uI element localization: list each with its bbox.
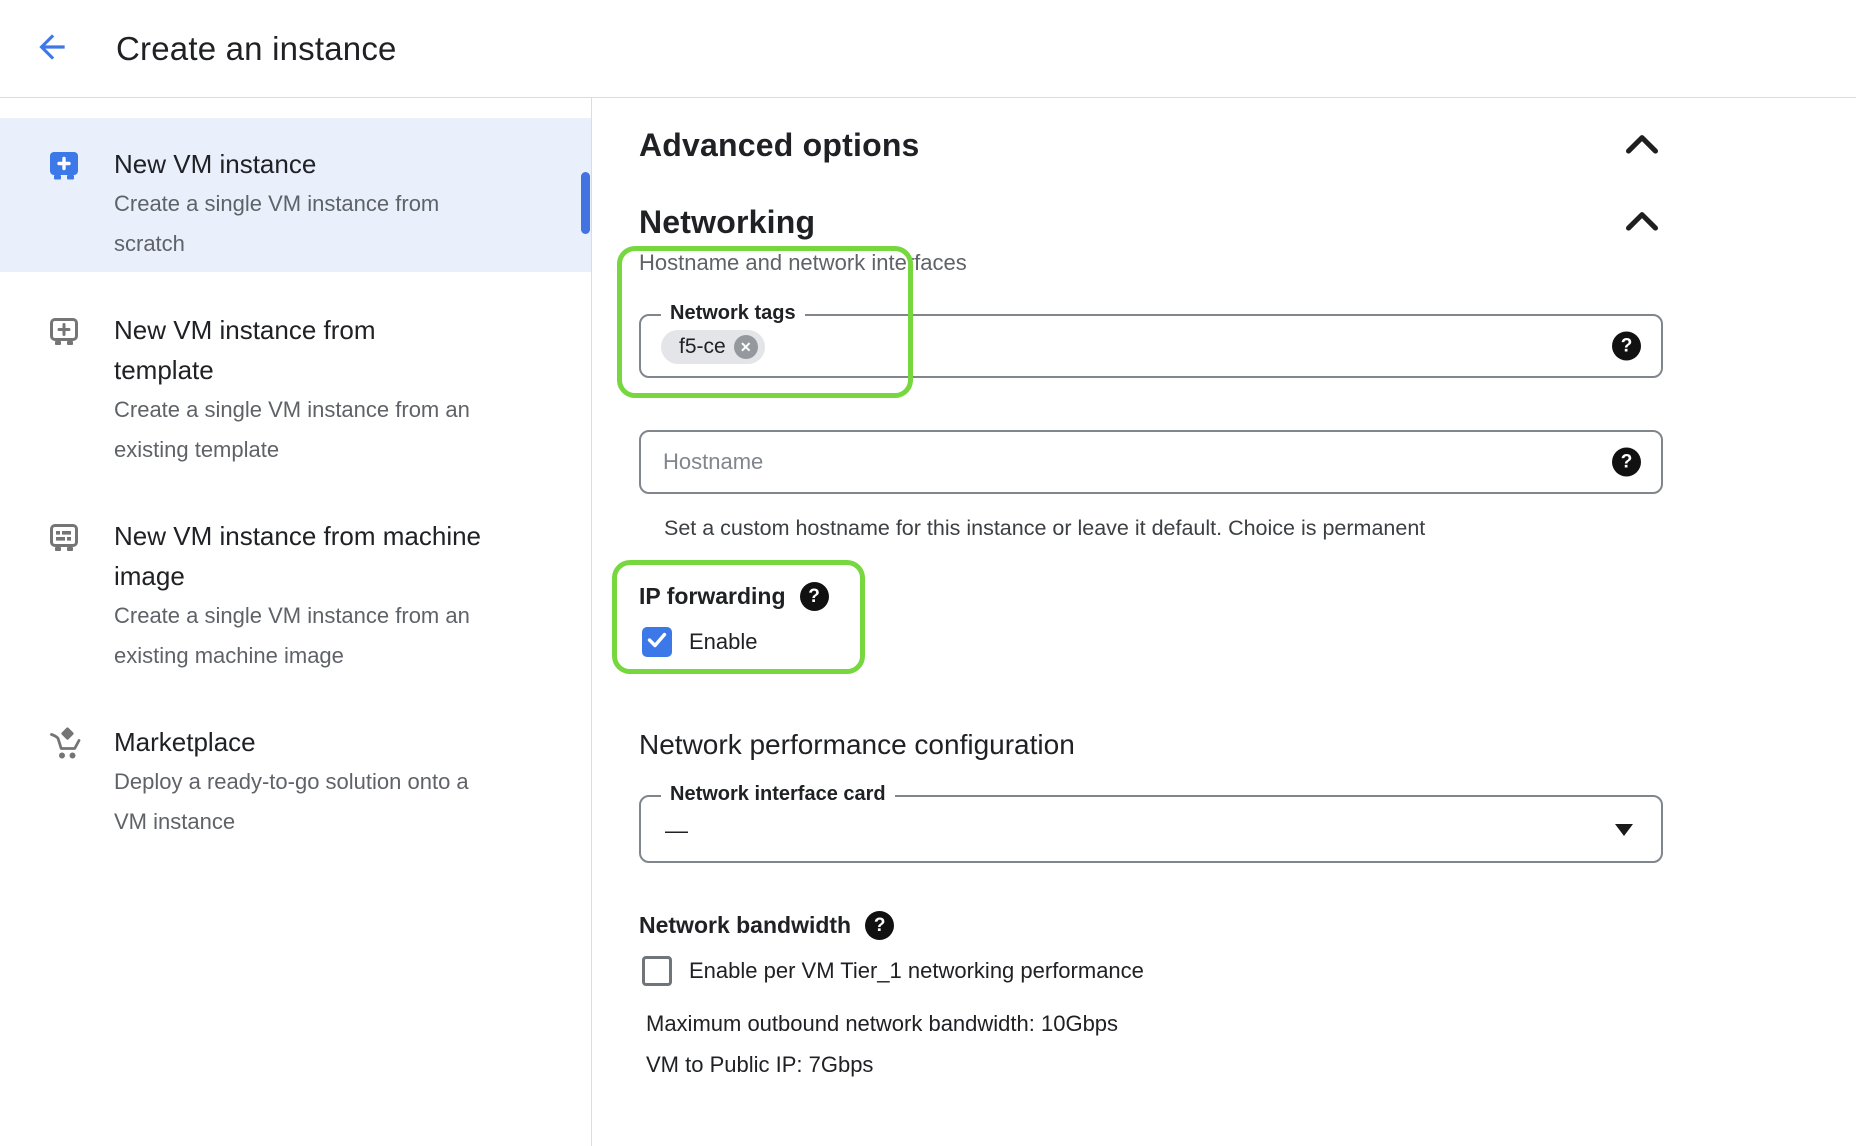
page-header: Create an instance xyxy=(0,0,1856,98)
sidebar-item-title: New VM instance xyxy=(114,149,317,179)
networking-header[interactable]: Networking xyxy=(639,202,1663,242)
sidebar-item-title: Marketplace xyxy=(114,727,256,757)
advanced-options-title: Advanced options xyxy=(639,126,920,163)
checkmark-icon xyxy=(647,632,667,653)
networking-collapse-button[interactable] xyxy=(1621,206,1663,239)
ip-forwarding-enable-checkbox[interactable] xyxy=(642,627,672,657)
hostname-field: ? xyxy=(639,430,1663,494)
advanced-options-collapse-button[interactable] xyxy=(1621,129,1663,162)
tier1-checkbox[interactable] xyxy=(642,956,672,986)
network-performance-title: Network performance configuration xyxy=(639,729,1075,760)
ip-forwarding-row: IP forwarding ? xyxy=(639,582,1856,611)
network-interface-card-value: — xyxy=(665,817,688,843)
sidebar-item-title: New VM instance from template xyxy=(114,315,376,385)
machine-image-icon xyxy=(46,524,82,559)
network-tag-chip: f5-ce ✕ xyxy=(661,330,765,364)
sidebar-item-new-vm-from-machine-image[interactable]: New VM instance from machine image Creat… xyxy=(0,490,591,684)
network-interface-card-select[interactable]: Network interface card — xyxy=(639,783,1663,863)
hostname-help-text: Set a custom hostname for this instance … xyxy=(664,516,1426,540)
sidebar-item-new-vm-from-template[interactable]: New VM instance from template Create a s… xyxy=(0,284,591,478)
main-panel: Advanced options Networking Hostname and… xyxy=(592,98,1856,1146)
network-tag-chip-text: f5-ce xyxy=(679,335,726,358)
advanced-options-header[interactable]: Advanced options xyxy=(639,125,1663,165)
sidebar-item-description: Create a single VM instance from an exis… xyxy=(114,397,470,462)
vm-to-public-ip-text: VM to Public IP: 7Gbps xyxy=(646,1052,874,1077)
sidebar-item-description: Create a single VM instance from scratch xyxy=(114,191,440,256)
ip-forwarding-help-icon[interactable]: ? xyxy=(799,582,829,611)
vm-instance-icon xyxy=(46,152,82,187)
sidebar-item-description: Deploy a ready-to-go solution onto a VM … xyxy=(114,769,469,834)
network-bandwidth-help-icon[interactable]: ? xyxy=(865,911,895,940)
tier1-label: Enable per VM Tier_1 networking performa… xyxy=(689,958,1144,983)
sidebar: New VM instance Create a single VM insta… xyxy=(0,98,592,1146)
ip-forwarding-enable-label: Enable xyxy=(689,629,758,654)
network-tags-label: Network tags xyxy=(661,302,805,325)
network-interface-card-label: Network interface card xyxy=(661,783,895,806)
chevron-up-icon xyxy=(1625,210,1659,235)
marketplace-cart-icon xyxy=(46,727,84,767)
sidebar-item-marketplace[interactable]: Marketplace Deploy a ready-to-go solutio… xyxy=(0,696,591,850)
sidebar-item-new-vm-instance[interactable]: New VM instance Create a single VM insta… xyxy=(0,118,591,272)
networking-subtitle: Hostname and network interfaces xyxy=(639,250,967,275)
chip-remove-icon[interactable]: ✕ xyxy=(733,335,758,359)
network-bandwidth-label: Network bandwidth xyxy=(639,912,852,938)
chevron-up-icon xyxy=(1625,133,1659,158)
dropdown-caret-icon xyxy=(1615,824,1633,836)
ip-forwarding-label: IP forwarding xyxy=(639,583,786,609)
sidebar-scrollbar-thumb[interactable] xyxy=(581,172,590,234)
sidebar-item-description: Create a single VM instance from an exis… xyxy=(114,603,470,668)
network-bandwidth-row: Network bandwidth ? xyxy=(639,911,1856,940)
sidebar-item-title: New VM instance from machine image xyxy=(114,521,482,591)
tier1-row: Enable per VM Tier_1 networking performa… xyxy=(642,956,1856,986)
networking-title: Networking xyxy=(639,203,816,240)
hostname-help-icon[interactable]: ? xyxy=(1612,447,1641,477)
hostname-input[interactable] xyxy=(663,432,1563,492)
max-outbound-bandwidth-text: Maximum outbound network bandwidth: 10Gb… xyxy=(646,1011,1119,1036)
vm-template-icon xyxy=(46,318,82,353)
arrow-back-icon xyxy=(33,28,71,69)
network-tags-field[interactable]: Network tags f5-ce ✕ ? xyxy=(639,302,1663,378)
network-tags-help-icon[interactable]: ? xyxy=(1612,331,1641,361)
ip-forwarding-enable-row: Enable xyxy=(642,627,1856,657)
page-title: Create an instance xyxy=(116,29,397,67)
back-button[interactable] xyxy=(30,27,74,71)
